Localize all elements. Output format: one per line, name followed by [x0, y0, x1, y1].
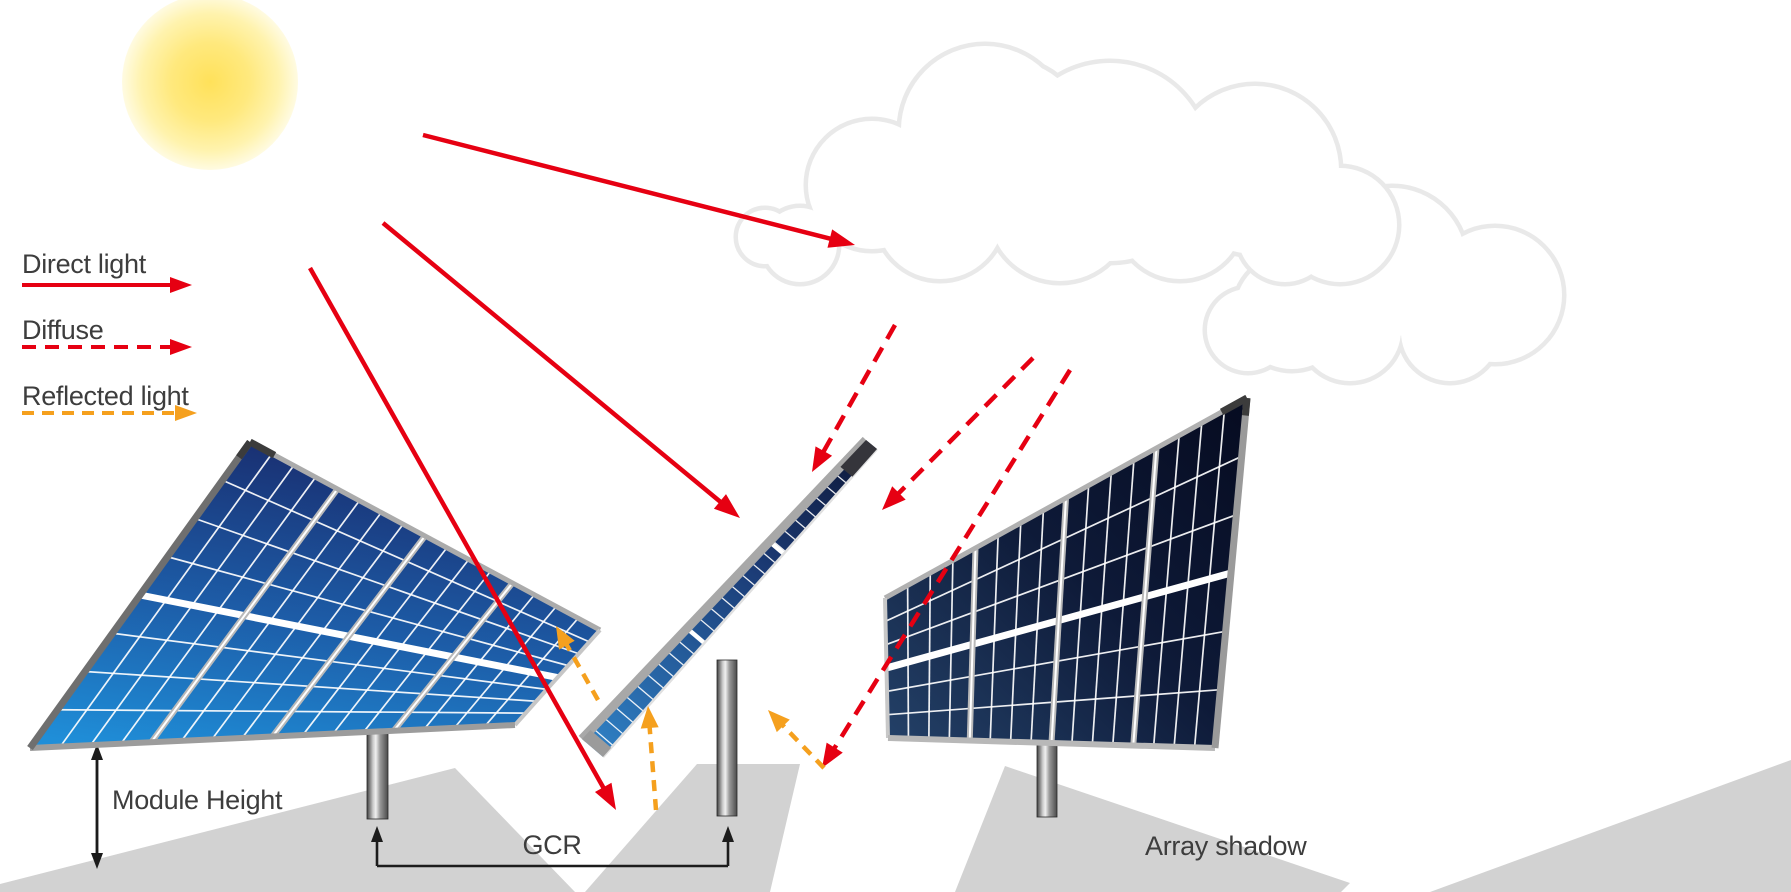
- cloud-large: [733, 41, 1402, 287]
- diffuse-light-ray: [882, 356, 1035, 510]
- gcr-label: GCR: [522, 830, 582, 860]
- array-shadow-label: Array shadow: [1145, 831, 1307, 861]
- sun-icon: [122, 0, 298, 170]
- array-shadow-band: [585, 764, 800, 892]
- ground-shadow-bands: [0, 760, 1791, 892]
- reflected-light-ray: [640, 706, 659, 811]
- reflected-light-ray: [768, 710, 826, 770]
- legend-direct-arrow: [22, 277, 192, 293]
- array-shadow-band: [0, 768, 575, 892]
- right-array: [883, 394, 1251, 751]
- array-shadow-band: [955, 766, 1350, 892]
- legend-label-diffuse: Diffuse: [22, 315, 104, 345]
- left-array: [27, 438, 602, 751]
- diffuse-light-ray: [812, 323, 897, 472]
- legend-reflected-arrow: [22, 405, 197, 421]
- reflected-light-ray: [556, 626, 600, 702]
- gcr-riser-right: [722, 826, 734, 866]
- gcr-bracket: [371, 826, 734, 868]
- mounting-post: [716, 659, 738, 817]
- gcr-riser-left: [371, 826, 383, 866]
- direct-light-ray: [308, 266, 616, 810]
- array-shadow-band: [1430, 760, 1791, 892]
- legend-label-reflected-light: Reflected light: [22, 381, 189, 411]
- legend-label-direct-light: Direct light: [22, 249, 146, 279]
- center-array: [578, 436, 878, 758]
- module-height-label: Module Height: [112, 785, 283, 815]
- direct-light-ray: [422, 132, 855, 248]
- legend-diffuse-arrow: [22, 339, 192, 355]
- diffuse-light-ray: [822, 368, 1072, 768]
- direct-light-ray: [381, 221, 740, 518]
